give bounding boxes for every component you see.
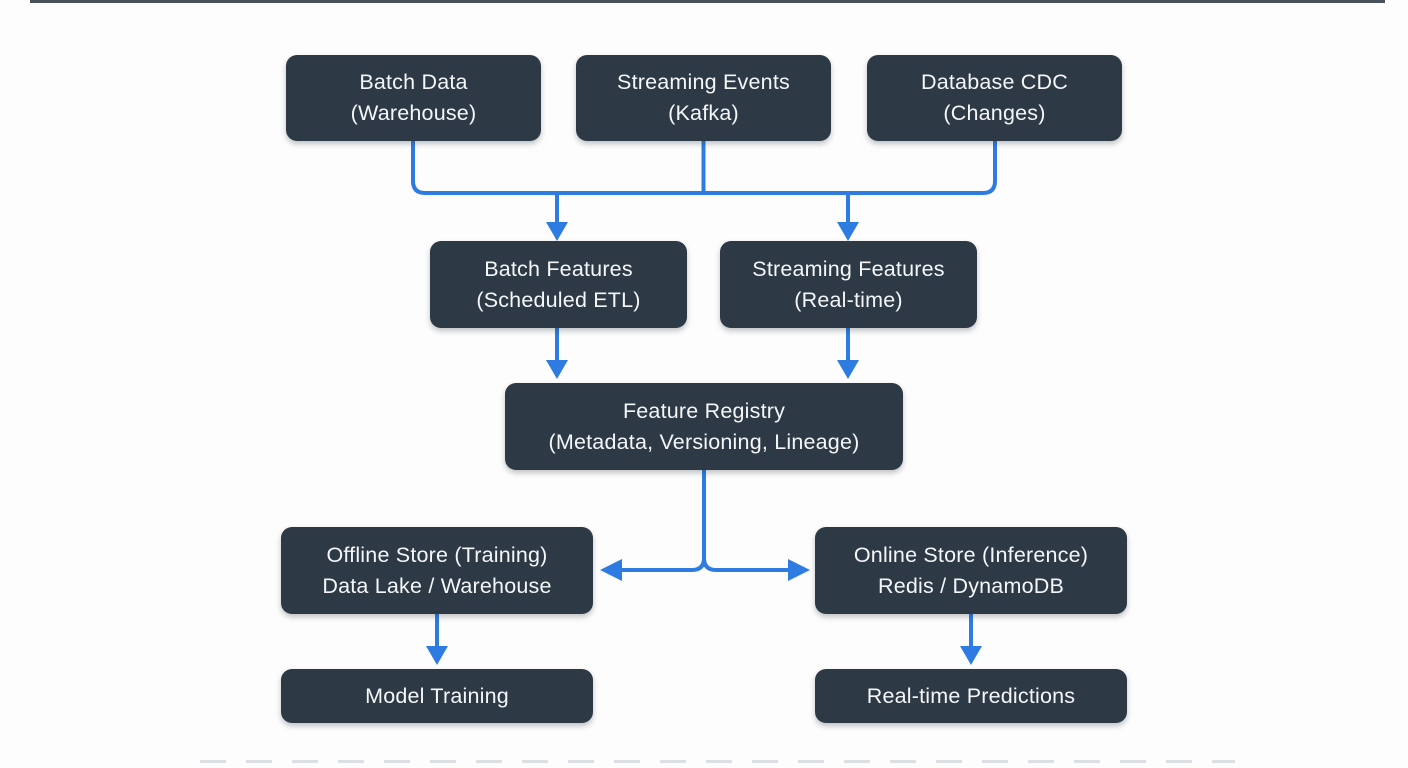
arrow-batch-features-to-registry — [546, 328, 568, 379]
node-label-line2: (Warehouse) — [350, 101, 477, 125]
node-model-training: Model Training — [281, 669, 593, 723]
node-label-line1: Batch Data — [359, 70, 468, 94]
arrow-bus-to-batch-features — [546, 193, 568, 241]
node-batch-features: Batch Features (Scheduled ETL) — [430, 241, 687, 328]
node-label-line2: (Scheduled ETL) — [476, 287, 641, 312]
node-streaming-features: Streaming Features (Real-time) — [720, 241, 977, 328]
node-label-line2: (Metadata, Versioning, Lineage) — [548, 429, 860, 454]
node-label-line2: (Real-time) — [794, 287, 903, 312]
node-label-line1: Feature Registry — [622, 398, 786, 423]
node-label-line1: Offline Store (Training) — [326, 542, 548, 567]
arrow-offline-to-model-training — [426, 614, 448, 665]
node-label-line1: Streaming Features — [752, 256, 945, 281]
node-label-line1: Batch Features — [484, 256, 633, 281]
node-feature-registry: Feature Registry (Metadata, Versioning, … — [505, 383, 903, 470]
node-label-line1: Model Training — [365, 683, 509, 708]
node-label-line1: Online Store (Inference) — [853, 542, 1089, 567]
arrow-bus-to-streaming-features — [837, 193, 859, 241]
node-streaming-events: Streaming Events (Kafka) — [576, 55, 831, 141]
node-label-line1: Real-time Predictions — [866, 683, 1076, 708]
node-realtime-predictions: Real-time Predictions — [815, 669, 1127, 723]
arrow-online-to-predictions — [960, 614, 982, 665]
node-label-line1: Database CDC — [921, 70, 1068, 94]
node-label-line2: (Kafka) — [668, 101, 739, 125]
arrow-registry-to-offline-store — [600, 470, 706, 581]
node-online-store: Online Store (Inference) Redis / DynamoD… — [815, 527, 1127, 614]
node-label-line2: Redis / DynamoDB — [877, 573, 1064, 598]
node-offline-store: Offline Store (Training) Data Lake / War… — [281, 527, 593, 614]
bottom-dashed-artifact — [200, 760, 1235, 763]
node-database-cdc: Database CDC (Changes) — [867, 55, 1122, 141]
node-label-line2: (Changes) — [943, 101, 1046, 125]
node-label-line2: Data Lake / Warehouse — [322, 573, 552, 598]
arrow-registry-to-online-store — [702, 557, 810, 581]
top-border-artifact — [30, 0, 1385, 3]
arrow-streaming-features-to-registry — [837, 328, 859, 379]
connector-sources-bus — [411, 141, 997, 195]
node-label-line1: Streaming Events — [617, 70, 790, 94]
node-batch-data: Batch Data (Warehouse) — [286, 55, 541, 141]
